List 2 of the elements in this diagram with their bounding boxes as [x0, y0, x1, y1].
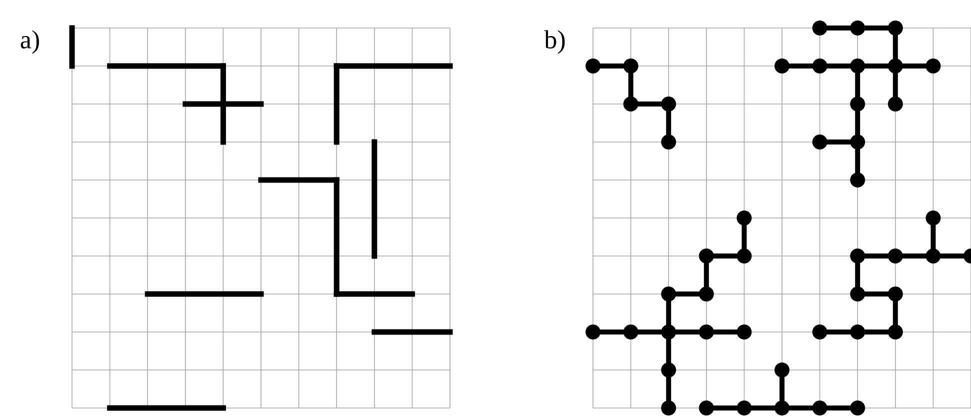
panel-label: a)	[20, 30, 39, 54]
panel-label: b)	[544, 30, 565, 54]
